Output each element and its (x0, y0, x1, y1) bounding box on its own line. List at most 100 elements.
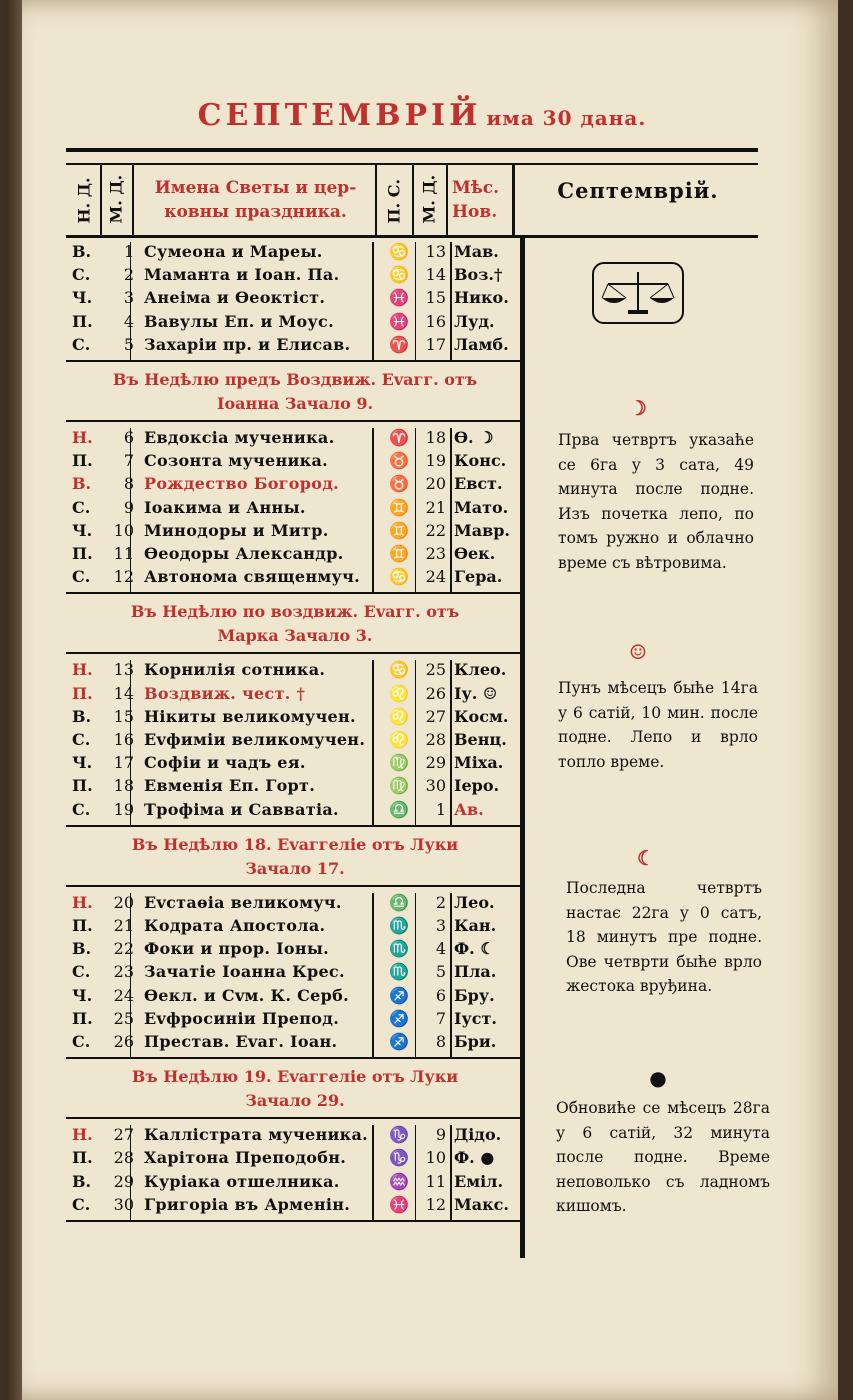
column-rule (450, 242, 452, 360)
month-days: има 30 дана. (486, 106, 647, 130)
old-calendar-day: 9 (435, 1125, 446, 1145)
week-day: П. (72, 1008, 93, 1028)
header-md2: М. Д. (419, 174, 439, 224)
group-bottom-rule (66, 1220, 520, 1222)
saint-name: Өеодоры Александр. (144, 544, 344, 563)
old-calendar-day: 4 (435, 939, 446, 959)
old-calendar-day: 8 (435, 1032, 446, 1051)
header-week-day: Н. Д. (74, 177, 94, 224)
moon-saint: Іуст. (454, 1008, 497, 1028)
sunday-line: Въ Недѣлю по воздвиж. Еvагг. отъ (130, 602, 460, 622)
saint-name: Евменія Еп. Горт. (144, 776, 316, 796)
moon-saint: Мавр. (454, 520, 510, 540)
column-rule (415, 660, 416, 825)
zodiac-sign-icon: ♐ (389, 1008, 409, 1028)
week-day: В. (72, 939, 92, 959)
old-calendar-day: 22 (425, 520, 446, 540)
month-day: 22 (113, 939, 134, 959)
old-calendar-day: 25 (425, 660, 446, 680)
month-day: 17 (113, 753, 134, 773)
sunday-line: Въ Недѣлю предъ Воздвиж. Еvагг. отъ (112, 370, 478, 389)
month-day: 19 (113, 799, 134, 819)
main-divider (520, 238, 525, 1258)
top-rule (66, 148, 758, 152)
column-rule (415, 1125, 416, 1220)
sunday-line: Въ Недѣлю 19. Еvаггеліе отъ Луки (131, 1067, 459, 1087)
moon-saint: Ф. ● (454, 1148, 495, 1168)
moon-saint: Бру. (454, 985, 495, 1005)
saint-name: Воздвиж. чест. † (144, 683, 306, 703)
saint-name: Нікиты великомучен. (144, 706, 356, 726)
old-calendar-day: 26 (425, 683, 446, 703)
week-day: С. (72, 962, 91, 982)
saint-name: Софіи и чадъ ея. (144, 753, 306, 773)
sunday-bottom-rule (66, 1117, 520, 1120)
saint-name: Автонома священмуч. (144, 567, 360, 587)
month-day: 24 (113, 985, 134, 1005)
almanac-page: СЕПТЕМВРІЙ има 30 дана. Н. Д. М. Д. Имен… (6, 0, 838, 1400)
column-rule (372, 892, 374, 1058)
saint-name: Өекл. и Сvм. К. Серб. (144, 985, 349, 1005)
old-calendar-day: 2 (435, 892, 446, 912)
moon-saint: Бри. (454, 1032, 497, 1051)
month-day: 1 (123, 242, 134, 261)
saint-name: Захаріи пр. и Елисав. (144, 334, 351, 354)
month-title: СЕПТЕМВРІЙ (197, 98, 482, 133)
moon-saint: Венц. (454, 730, 507, 749)
week-day: В. (72, 706, 92, 726)
moon-saint: Конс. (454, 451, 507, 471)
old-calendar-day: 24 (425, 567, 446, 587)
zodiac-sign-icon: ♊ (389, 544, 409, 563)
zodiac-sign-icon: ♐ (389, 1032, 409, 1051)
week-day: С. (72, 1194, 91, 1214)
week-day: Н. (72, 660, 93, 680)
week-day: С. (72, 567, 91, 587)
week-day: П. (72, 776, 93, 796)
zodiac-sign-icon: ♐ (389, 985, 409, 1005)
column-rule (372, 428, 374, 593)
old-calendar-day: 13 (425, 242, 446, 261)
sunday-bottom-rule (66, 884, 520, 887)
header-sep-1 (100, 165, 102, 237)
old-calendar-day: 11 (425, 1171, 446, 1191)
zodiac-sign-icon: ♒ (389, 1171, 409, 1191)
old-calendar-day: 7 (435, 1008, 446, 1028)
libra-scale-icon (592, 262, 684, 324)
week-day: Н. (72, 1125, 93, 1145)
month-day: 28 (113, 1148, 134, 1168)
saint-name: Еvстаѳіа великомуч. (144, 892, 342, 912)
old-calendar-day: 23 (425, 544, 446, 563)
moon-saint: Ав. (454, 799, 484, 819)
saint-name: Харітона Преподобн. (144, 1148, 347, 1168)
saint-name: Престав. Еvаг. Іоан. (144, 1032, 338, 1051)
week-day: С. (72, 1032, 91, 1051)
week-day: П. (72, 311, 93, 331)
saint-name: Григоріа въ Арменін. (144, 1194, 351, 1214)
week-day: Ч. (72, 753, 93, 773)
month-day: 29 (113, 1171, 134, 1191)
saint-name: Каллістрата мученика. (144, 1125, 369, 1145)
column-rule (372, 660, 374, 825)
column-rule (450, 1125, 452, 1220)
month-day: 26 (113, 1032, 134, 1051)
group-bottom-rule (66, 824, 520, 827)
header-top-line (66, 163, 758, 165)
group-bottom-rule (66, 592, 520, 595)
month-day: 15 (113, 706, 134, 726)
month-day: 9 (123, 497, 134, 517)
month-day: 7 (123, 451, 134, 471)
week-day: Ч. (72, 985, 93, 1005)
